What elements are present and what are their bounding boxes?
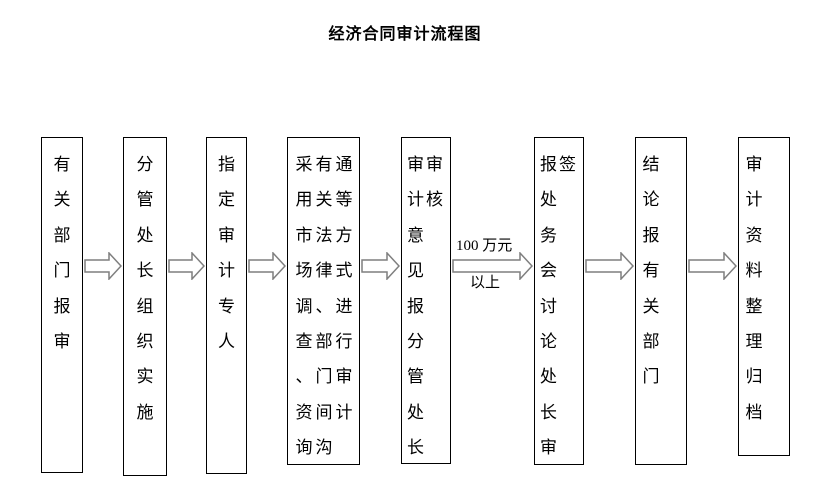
flow-arrow-7 (688, 252, 737, 280)
flow-box-archive-materials: 审计资料整理归档 (738, 137, 790, 456)
vertical-text-column: 有关法律、部门间沟 (315, 155, 333, 458)
flow-box-office-meeting-sign: 报处务会讨论处长审 签 (534, 137, 584, 465)
flow-arrow-1 (84, 252, 122, 280)
vertical-text-column: 签 (559, 155, 576, 174)
flow-box-related-depts-report: 有关部门报审 (41, 137, 83, 473)
vertical-text-column: 报处务会讨论处长审 (540, 155, 557, 458)
flow-box-assign-auditor: 指定审计专人 (206, 137, 247, 474)
flow-box-division-chief-organize: 分管处长组织实施 (123, 137, 167, 476)
vertical-text-column: 审计意见报分管处长 (407, 155, 424, 458)
vertical-text-column: 通等方式进行审计 (335, 155, 353, 422)
flow-arrow-4 (361, 252, 400, 280)
vertical-text-column: 审计资料整理归档 (745, 155, 763, 422)
flow-box-conclusion-to-depts: 结论报有关部门 (635, 137, 687, 465)
vertical-text-column: 有关部门报审 (53, 155, 71, 352)
flow-arrow-6 (585, 252, 634, 280)
vertical-text-column: 分管处长组织实施 (136, 155, 154, 422)
vertical-text-column: 指定审计专人 (218, 155, 235, 352)
vertical-text-column: 采用市场调查、资询 (295, 155, 313, 458)
condition-label-line1: 100 万元 (456, 238, 513, 254)
flow-box-audit-methods: 采用市场调查、资询 有关法律、部门间沟 通等方式进行审计 (287, 137, 360, 465)
flow-arrow-3 (248, 252, 286, 280)
condition-label-line2: 以上 (470, 275, 501, 291)
page-title: 经济合同审计流程图 (328, 26, 482, 43)
vertical-text-column: 结论报有关部门 (642, 155, 660, 387)
flow-arrow-5-condition (452, 252, 533, 280)
flow-arrow-2 (168, 252, 205, 280)
flow-box-opinion-to-chief-review: 审计意见报分管处长 审核 (401, 137, 451, 464)
vertical-text-column: 审核 (426, 155, 443, 210)
